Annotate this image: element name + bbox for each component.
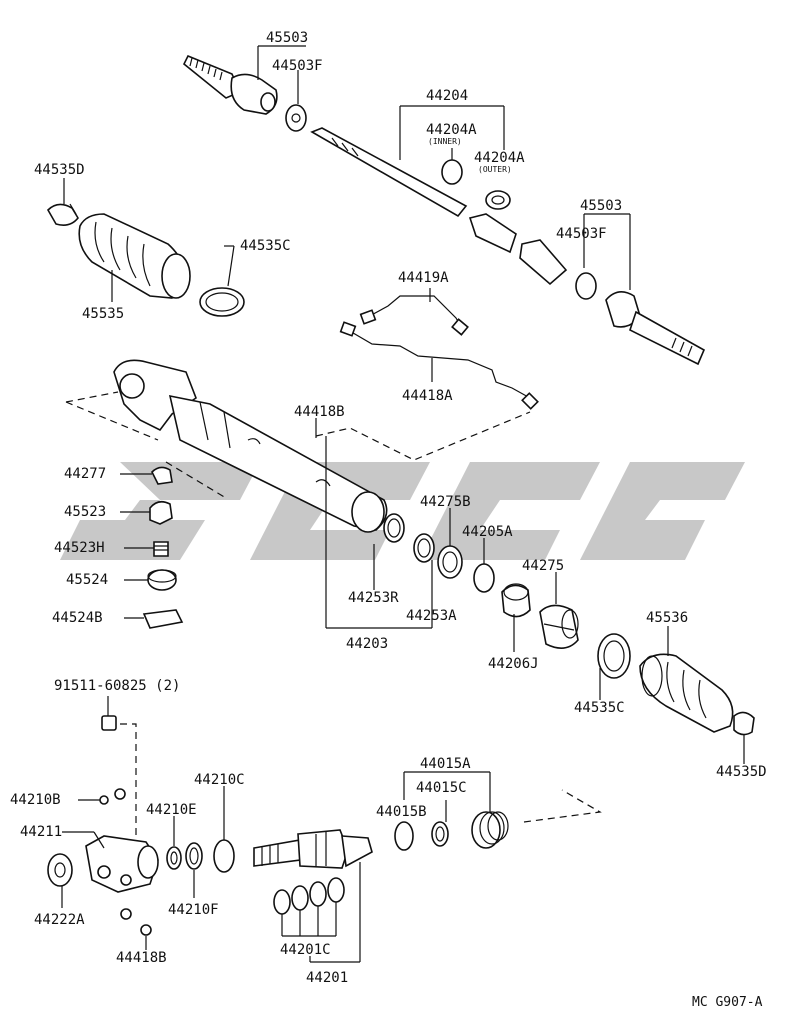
- pipe-44419A: [359, 295, 469, 336]
- label-44253A: 44253A: [406, 608, 457, 624]
- seals-44253: [383, 513, 495, 593]
- label-44523H: 44523H: [54, 540, 105, 556]
- label-44015C: 44015C: [416, 780, 467, 796]
- pipe-44418A: [339, 321, 539, 410]
- label-44201: 44201: [306, 970, 348, 986]
- label-44015A: 44015A: [420, 756, 471, 772]
- ring-44204A-inner: [441, 159, 463, 185]
- label-45503-right: 45503: [580, 198, 622, 214]
- note-inner: (INNER): [428, 137, 462, 146]
- clamp-44535C-top: [199, 287, 245, 317]
- plug-44210B-a: [99, 795, 109, 805]
- plug-44210B-b: [114, 788, 126, 800]
- cover-44222A: [47, 853, 73, 887]
- seal-44015C: [431, 821, 449, 847]
- label-44524B: 44524B: [52, 610, 103, 626]
- label-44535D-bottom: 44535D: [716, 764, 767, 780]
- label-44275: 44275: [522, 558, 564, 574]
- label-44206J: 44206J: [488, 656, 539, 672]
- boot-45536: [639, 653, 734, 733]
- parts-left-column: [142, 466, 184, 629]
- valve-body-44211: [85, 835, 159, 893]
- note-outer: (OUTER): [478, 165, 512, 174]
- label-91511-60825: 91511-60825 (2): [54, 678, 180, 694]
- bearing-44015A: [471, 811, 509, 849]
- label-44015B: 44015B: [376, 804, 427, 820]
- diagram-code: MC G907-A: [692, 995, 763, 1010]
- label-44204: 44204: [426, 88, 468, 104]
- rack-bar: [310, 127, 468, 218]
- label-44535D-top: 44535D: [34, 162, 85, 178]
- clamp-44535C-bottom: [597, 633, 631, 679]
- label-44210F: 44210F: [168, 902, 219, 918]
- stopper-44275: [539, 604, 579, 649]
- gear-housing-44203: [113, 359, 388, 533]
- rack-end-pieces: [468, 213, 568, 286]
- pinion-44201: [253, 829, 373, 869]
- label-45524: 45524: [66, 572, 108, 588]
- bushing-44206J: [501, 583, 531, 618]
- label-44205A: 44205A: [462, 524, 513, 540]
- ring-44204A-outer: [485, 190, 511, 210]
- label-44503F-right: 44503F: [556, 226, 607, 242]
- label-44419A: 44419A: [398, 270, 449, 286]
- clamp-44535D-bottom: [733, 711, 755, 736]
- boot-45535: [78, 213, 191, 299]
- label-45535: 45535: [82, 306, 124, 322]
- label-44253R: 44253R: [348, 590, 399, 606]
- label-44418A: 44418A: [402, 388, 453, 404]
- rings-44201C: [273, 877, 345, 915]
- label-45536: 45536: [646, 610, 688, 626]
- lock-nut-44503F-right: [575, 272, 597, 300]
- clamp-44535D-top: [47, 203, 79, 226]
- label-44204A-inner: 44204A: [426, 122, 477, 138]
- tie-rod-end-right: [605, 291, 706, 366]
- label-44201C: 44201C: [280, 942, 331, 958]
- bolt-91511: [101, 715, 117, 731]
- label-44535C-top: 44535C: [240, 238, 291, 254]
- seal-44210E: [166, 846, 182, 870]
- label-44210C: 44210C: [194, 772, 245, 788]
- label-45503-top: 45503: [266, 30, 308, 46]
- label-45523: 45523: [64, 504, 106, 520]
- label-44204A-outer: 44204A: [474, 150, 525, 166]
- tie-rod-end-left: [182, 54, 307, 132]
- label-44222A: 44222A: [34, 912, 85, 928]
- label-44277: 44277: [64, 466, 106, 482]
- o-ring-44210C: [213, 839, 235, 873]
- label-44210E: 44210E: [146, 802, 197, 818]
- plug-44418B-b: [140, 924, 152, 936]
- label-44418B-bottom: 44418B: [116, 950, 167, 966]
- label-44535C-bottom: 44535C: [574, 700, 625, 716]
- label-44203: 44203: [346, 636, 388, 652]
- label-44503F-top: 44503F: [272, 58, 323, 74]
- ring-44015B: [394, 821, 414, 851]
- label-44418B: 44418B: [294, 404, 345, 420]
- plug-44418B-a: [120, 908, 132, 920]
- ring-44210F: [185, 842, 203, 870]
- label-44211: 44211: [20, 824, 62, 840]
- label-44210B: 44210B: [10, 792, 61, 808]
- label-44275B: 44275B: [420, 494, 471, 510]
